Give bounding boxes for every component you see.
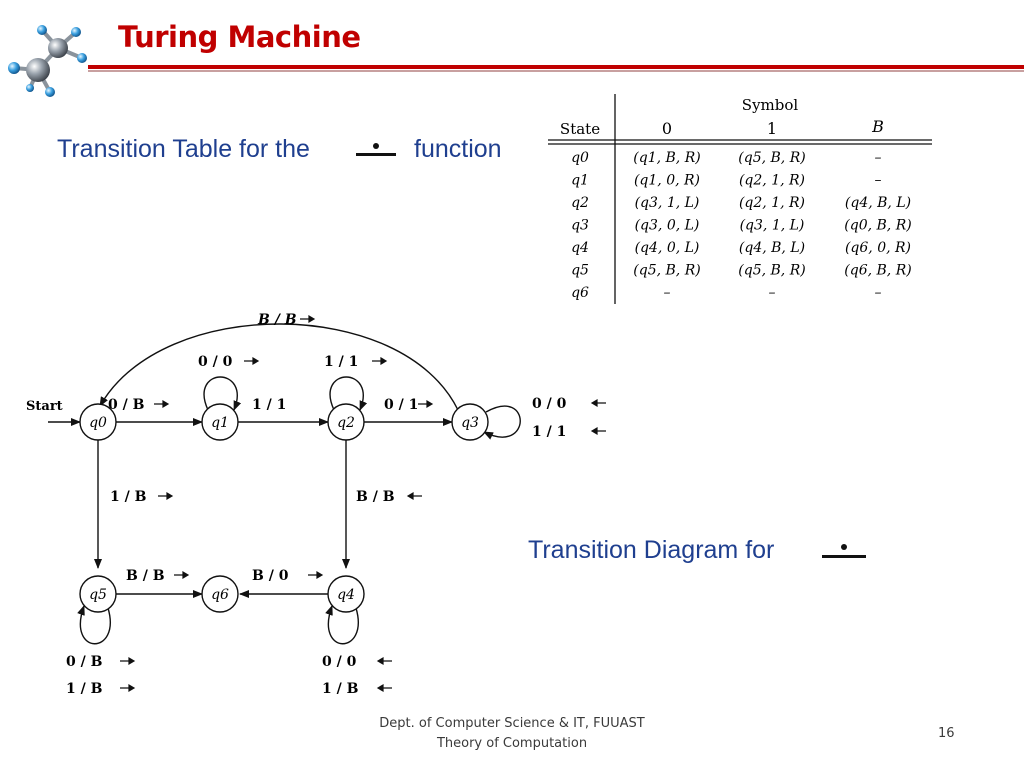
state-q2: q2	[327, 403, 365, 441]
table-state-cell: q5	[571, 263, 589, 279]
state-q1: q1	[201, 403, 239, 441]
svg-text:q1: q1	[211, 415, 229, 431]
edge-label: 0 / B	[66, 654, 103, 670]
table-cell: (q5, B, R)	[738, 263, 805, 279]
monus-symbol-icon	[356, 143, 396, 156]
svg-text:q4: q4	[337, 587, 355, 603]
table-cell: –	[769, 285, 776, 301]
footer-department: Dept. of Computer Science & IT, FUUAST	[379, 716, 645, 731]
edge-label: 1 / B	[66, 681, 103, 697]
edge-label: B / 0	[252, 568, 289, 584]
table-cell: (q1, 0, R)	[634, 173, 700, 189]
table-cell: (q6, B, R)	[844, 263, 911, 279]
table-cell: (q0, B, R)	[844, 218, 911, 234]
table-cell: (q4, B, L)	[739, 240, 805, 256]
table-cell: (q3, 1, L)	[740, 218, 805, 234]
edge-label: 1 / 1	[532, 424, 566, 440]
table-symbol-header: 1	[767, 119, 777, 138]
svg-text:q2: q2	[337, 415, 355, 431]
svg-text:q5: q5	[89, 587, 107, 603]
edge-label: B / B	[126, 568, 165, 584]
transition-table: Symbol State 0 1 B q0 (q1, B, R) (q5, B, R…	[548, 94, 932, 304]
svg-text:q3: q3	[461, 415, 479, 431]
edge-label: 0 / 1	[384, 397, 418, 413]
state-q0: q0	[79, 403, 117, 441]
edge-label: B / B	[257, 312, 297, 328]
table-corner-header: State	[560, 120, 600, 138]
state-q4: q4	[327, 575, 365, 613]
edge-label: 1 / B	[110, 489, 147, 505]
slide-title: Turing Machine	[118, 20, 361, 54]
state-q5: q5	[79, 575, 117, 613]
diagram-caption: Transition Diagram for	[528, 536, 775, 564]
table-caption-prefix: Transition Table for the	[57, 135, 310, 163]
table-state-cell: q4	[571, 240, 589, 256]
edge-label: 0 / 0	[532, 396, 567, 412]
table-cell: (q2, 1, R)	[739, 173, 805, 189]
title-underline	[88, 65, 1024, 72]
table-cell: (q5, B, R)	[633, 263, 700, 279]
table-caption-suffix: function	[414, 135, 502, 163]
transition-diagram: q0 q1 q2 q3 q4 q5 q6 Start 0 / B	[26, 312, 606, 697]
table-state-cell: q1	[571, 173, 589, 189]
table-cell: (q3, 1, L)	[635, 195, 700, 211]
table-group-header: Symbol	[742, 96, 799, 114]
edge-label: 1 / 1	[252, 397, 286, 413]
table-cell: (q4, B, L)	[845, 195, 911, 211]
edge-label: 0 / 0	[322, 654, 357, 670]
table-cell: –	[875, 173, 882, 189]
table-state-cell: q0	[571, 150, 589, 166]
table-symbol-header: 0	[662, 119, 672, 138]
state-q6: q6	[201, 575, 239, 613]
table-state-cell: q3	[571, 218, 589, 234]
monus-symbol-icon	[822, 544, 866, 558]
table-cell: (q3, 0, L)	[635, 218, 700, 234]
molecule-logo-icon	[8, 25, 87, 97]
edge-label: B / B	[356, 489, 395, 505]
table-cell: –	[875, 150, 882, 166]
table-cell: (q6, 0, R)	[845, 240, 911, 256]
table-state-cell: q2	[571, 195, 589, 211]
state-q3: q3	[451, 403, 489, 441]
table-body: q0 (q1, B, R) (q5, B, R) – q1 (q1, 0, R) (q2, …	[571, 150, 912, 301]
table-symbol-header: B	[871, 117, 884, 136]
table-cell: –	[875, 285, 882, 301]
footer-course: Theory of Computation	[436, 736, 588, 751]
edge-label: 0 / 0	[198, 354, 233, 370]
svg-text:q6: q6	[211, 587, 229, 603]
edge-label: 1 / B	[322, 681, 359, 697]
edge-label: 0 / B	[108, 397, 145, 413]
svg-text:q0: q0	[89, 415, 107, 431]
edge-label: 1 / 1	[324, 354, 358, 370]
table-state-cell: q6	[571, 285, 589, 301]
table-cell: (q5, B, R)	[738, 150, 805, 166]
table-cell: (q1, B, R)	[633, 150, 700, 166]
page-number: 16	[938, 726, 955, 741]
table-cell: (q2, 1, R)	[739, 195, 805, 211]
table-cell: –	[664, 285, 671, 301]
table-cell: (q4, 0, L)	[635, 240, 700, 256]
head-direction-arrows	[120, 314, 606, 693]
start-label: Start	[26, 399, 63, 414]
